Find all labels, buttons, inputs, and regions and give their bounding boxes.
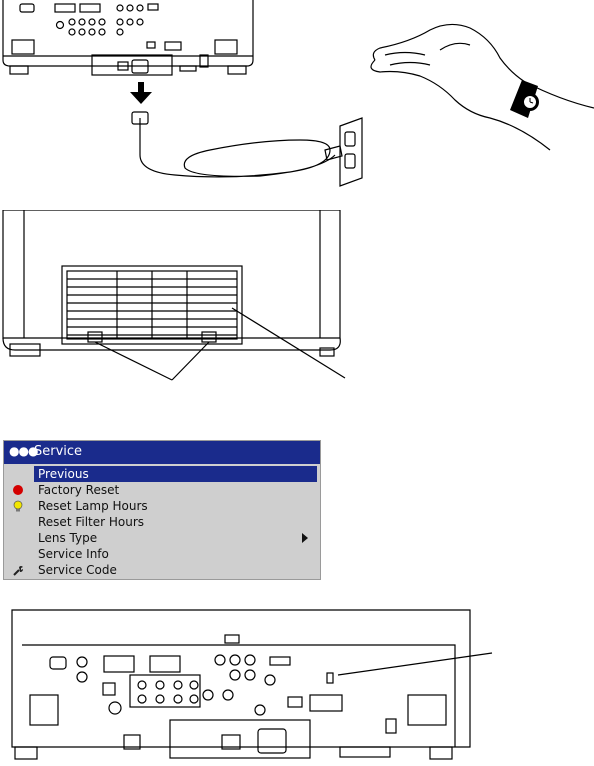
- submenu-arrow-icon: [302, 533, 308, 543]
- menu-item-label: Reset Lamp Hours: [38, 498, 148, 514]
- red-circle-icon: [12, 484, 24, 496]
- menu-item-lens-type[interactable]: Lens Type: [4, 530, 320, 546]
- menu-item-label: Lens Type: [38, 530, 97, 546]
- projector-rear-power-figure: [0, 0, 370, 190]
- menu-item-reset-lamp-hours[interactable]: Reset Lamp Hours: [4, 498, 320, 514]
- menu-item-label: Previous: [38, 466, 89, 482]
- menu-title: Service: [34, 444, 82, 459]
- projector-rear-panel-figure: [0, 605, 594, 766]
- menu-item-label: Reset Filter Hours: [38, 514, 144, 530]
- menu-item-service-code[interactable]: Service Code: [4, 562, 320, 578]
- menu-item-service-info[interactable]: Service Info: [4, 546, 320, 562]
- wrench-icon: [12, 564, 24, 576]
- lightbulb-icon: [12, 500, 24, 512]
- menu-item-label: Service Info: [38, 546, 109, 562]
- hand-watch-illustration: [360, 10, 594, 160]
- service-menu: ●●● Service Previous Factory Reset Reset…: [3, 440, 321, 580]
- menu-item-label: Service Code: [38, 562, 117, 578]
- menu-item-previous[interactable]: Previous: [4, 466, 320, 482]
- menu-item-reset-filter-hours[interactable]: Reset Filter Hours: [4, 514, 320, 530]
- service-menu-titlebar: ●●● Service: [4, 441, 320, 464]
- projector-filter-figure: [0, 210, 360, 395]
- menu-item-label: Factory Reset: [38, 482, 119, 498]
- menu-item-factory-reset[interactable]: Factory Reset: [4, 482, 320, 498]
